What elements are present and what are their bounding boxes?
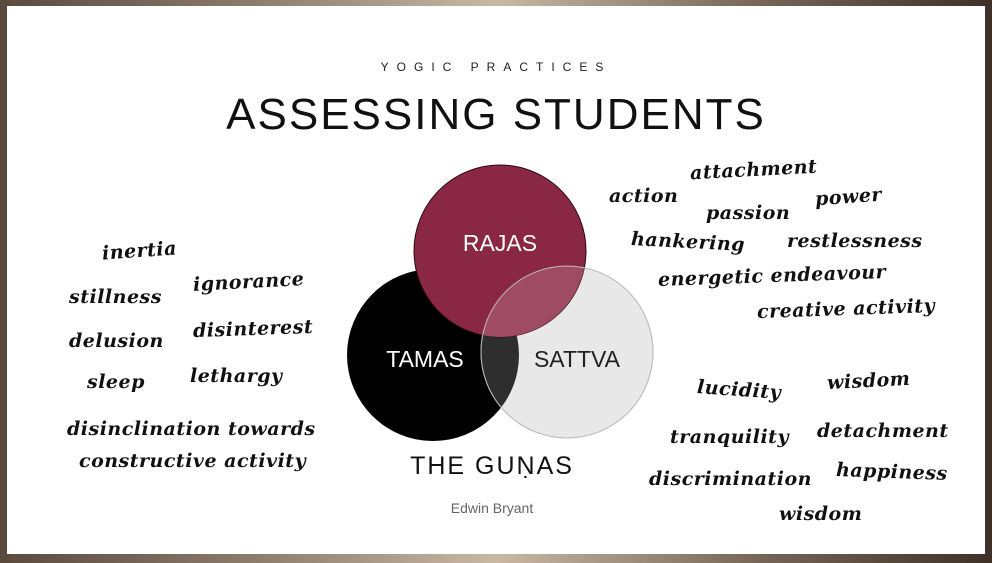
slide-kicker: YOGIC PRACTICES [380,60,612,74]
word-disinclination-line2: constructive activity [79,450,307,472]
word-passion: passion [706,202,791,224]
tamas-label: TAMAS [386,346,464,372]
word-discrimination: discrimination [649,468,812,490]
rajas-label: RAJAS [463,230,537,256]
word-restlessness: restlessness [787,230,923,252]
word-inertia: inertia [101,237,178,265]
word-disinclination-line1: disinclination towards [67,418,316,440]
word-wisdom-top: wisdom [826,367,911,395]
word-detachment: detachment [817,420,949,442]
word-lethargy: lethargy [190,365,283,387]
slide-title: ASSESSING STUDENTS [226,90,766,139]
word-attachment: attachment [689,155,818,185]
sattva-label: SATTVA [534,346,621,372]
slide: YOGIC PRACTICES ASSESSING STUDENTS RAJAS… [7,6,985,554]
word-disinterest: disinterest [192,315,314,343]
word-creative-activity: creative activity [756,294,936,324]
word-wisdom-bottom: wisdom [779,503,863,525]
word-tranquility: tranquility [670,426,789,448]
word-delusion: delusion [69,330,164,352]
word-energetic-endeavour: energetic endeavour [657,261,887,291]
word-ignorance: ignorance [192,268,305,296]
word-action: action [609,185,679,207]
author-name: Edwin Bryant [450,500,534,516]
gunas-venn-diagram: RAJAS TAMAS SATTVA [347,164,654,441]
sattva-outline [480,265,654,439]
word-happiness: happiness [835,459,949,485]
word-stillness: stillness [69,286,162,308]
rajas-sattva-overlap [481,266,586,337]
word-power: power [814,183,883,211]
gunas-subtitle: THE GUṆAS [410,452,574,480]
word-sleep: sleep [87,371,145,393]
word-lucidity: lucidity [696,376,782,404]
